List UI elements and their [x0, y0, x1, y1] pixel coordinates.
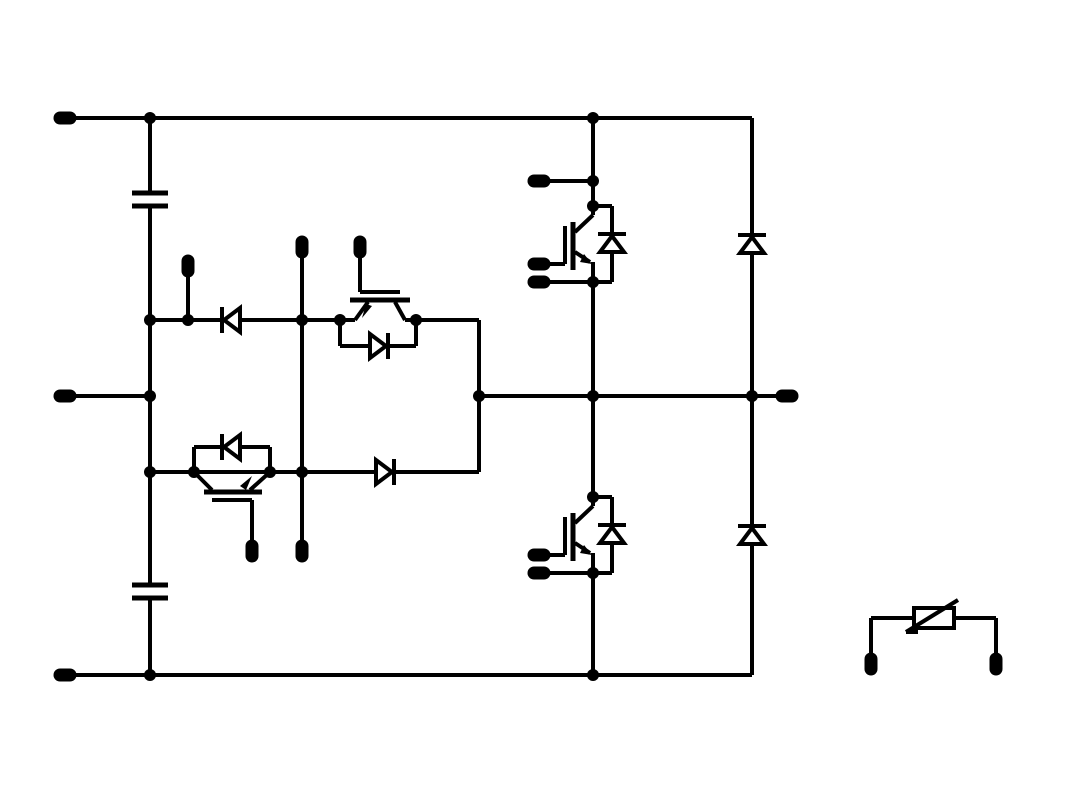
- diode-d1: [220, 304, 242, 336]
- igbt-q-bottom-right: [540, 396, 628, 675]
- lower-clamp-branch: [150, 431, 479, 552]
- diode-d2: [374, 456, 396, 488]
- upper-clamp-branch: [150, 246, 481, 472]
- terminals: [53, 111, 1003, 682]
- igbt-q-top-right: [540, 118, 628, 396]
- capacitor-c2: [132, 582, 168, 601]
- junction-dots: [144, 112, 758, 681]
- capacitor-c1: [132, 190, 168, 209]
- diode-d4: [736, 524, 768, 546]
- dc-bus-wires: [64, 116, 786, 677]
- thermistor-ntc: [869, 598, 998, 663]
- igbt-q-upper-mid: [338, 246, 479, 362]
- igbt-q-lower-mid: [192, 431, 272, 552]
- diode-d3: [736, 233, 768, 255]
